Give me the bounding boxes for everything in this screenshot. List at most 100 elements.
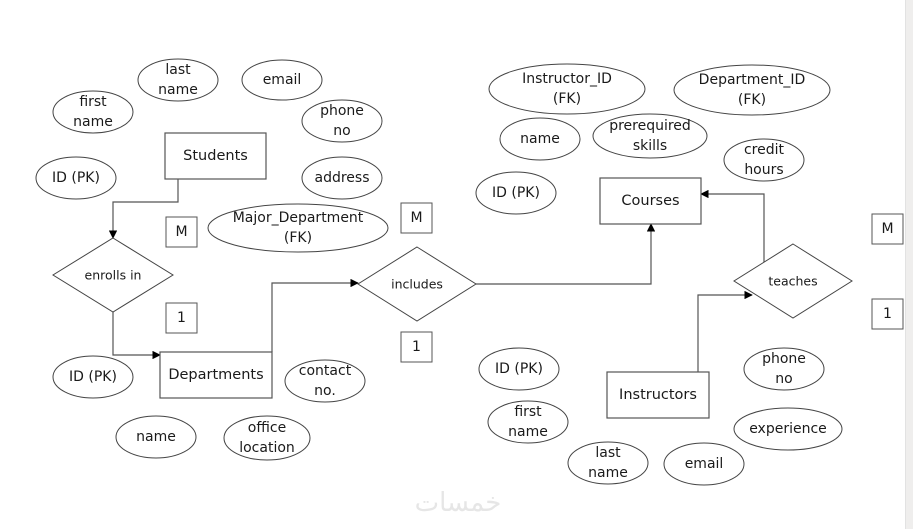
entity-box (599, 177, 702, 225)
connector-students-enrolls (108, 179, 179, 239)
entity-box (606, 371, 710, 419)
attribute-label: name (158, 82, 198, 98)
attribute-d-name[interactable]: name (115, 415, 197, 459)
relationship-label: teaches (768, 274, 817, 289)
entity-label: Courses (621, 193, 679, 209)
attribute-ellipse (115, 415, 197, 459)
attribute-label: no (333, 123, 350, 139)
cardinality-box (165, 302, 198, 334)
watermark: خمسات (414, 488, 502, 518)
entity-students[interactable]: Students (164, 132, 267, 180)
attribute-label: Department_ID (699, 72, 806, 88)
vertical-scrollbar[interactable] (905, 0, 913, 529)
attribute-c-name[interactable]: name (499, 117, 581, 161)
attribute-label: experience (749, 421, 827, 437)
attribute-ellipse (35, 156, 117, 200)
connector-teaches-courses (700, 189, 765, 262)
attribute-s-phone[interactable]: phone no (301, 99, 383, 143)
entity-courses[interactable]: Courses (599, 177, 702, 225)
attribute-ellipse (733, 407, 843, 451)
entity-box (159, 351, 273, 399)
attribute-ellipse (52, 90, 134, 134)
connector-enrolls-departments (112, 312, 161, 360)
attribute-ellipse (301, 99, 383, 143)
cardinality-includes-m: M (400, 202, 433, 234)
attribute-ellipse (723, 138, 805, 182)
cardinality-label: 1 (883, 306, 892, 322)
entity-instructors[interactable]: Instructors (606, 371, 710, 419)
attribute-label: phone (762, 351, 806, 367)
relationship-enrolls[interactable]: enrolls in (52, 237, 174, 313)
attribute-ellipse (207, 203, 389, 253)
attribute-label: first (79, 94, 107, 110)
attribute-i-email[interactable]: email (663, 442, 745, 486)
attribute-label: contact (299, 363, 352, 379)
relationship-diamond (52, 237, 174, 313)
attribute-ellipse (223, 415, 311, 461)
attribute-ellipse (52, 355, 134, 399)
cardinality-label: 1 (177, 310, 186, 326)
entity-label: Instructors (619, 387, 697, 403)
entity-departments[interactable]: Departments (159, 351, 273, 399)
attribute-label: (FK) (738, 92, 766, 108)
attribute-ellipse (673, 64, 831, 116)
attribute-label: email (263, 72, 302, 88)
attribute-label: ID (PK) (52, 170, 100, 186)
attribute-s-email[interactable]: email (241, 59, 323, 101)
cardinality-enrolls-1: 1 (165, 302, 198, 334)
attribute-s-major[interactable]: Major_Department (FK) (207, 203, 389, 253)
attribute-label: Major_Department (233, 210, 364, 226)
attribute-i-id[interactable]: ID (PK) (478, 347, 560, 391)
attribute-label: no. (314, 383, 336, 399)
relationship-teaches[interactable]: teaches (733, 243, 853, 319)
attribute-label: ID (PK) (492, 185, 540, 201)
relationship-label: enrolls in (85, 268, 142, 283)
attribute-label: (FK) (284, 230, 312, 246)
attribute-ellipse (241, 59, 323, 101)
connector-departments-includes (271, 278, 359, 352)
relationship-includes[interactable]: includes (357, 246, 477, 322)
attribute-ellipse (475, 171, 557, 215)
attribute-s-last[interactable]: last name (137, 58, 219, 102)
cardinality-label: M (410, 210, 422, 226)
attribute-label: ID (PK) (69, 369, 117, 385)
attribute-ellipse (567, 441, 649, 485)
relationship-label: includes (391, 277, 443, 292)
entity-label: Departments (168, 367, 263, 383)
attribute-d-contact[interactable]: contact no. (284, 359, 366, 403)
attribute-s-first[interactable]: first name (52, 90, 134, 134)
attribute-s-id[interactable]: ID (PK) (35, 156, 117, 200)
attribute-label: last (165, 62, 191, 78)
attribute-c-id[interactable]: ID (PK) (475, 171, 557, 215)
attribute-label: prerequired (609, 118, 691, 134)
attribute-label: name (136, 429, 176, 445)
attribute-ellipse (488, 63, 646, 115)
attribute-ellipse (284, 359, 366, 403)
attribute-label: Instructor_ID (522, 71, 612, 87)
attribute-label: skills (633, 138, 667, 154)
attribute-ellipse (301, 156, 383, 200)
attribute-label: name (508, 424, 548, 440)
attribute-i-exp[interactable]: experience (733, 407, 843, 451)
attribute-label: address (314, 170, 369, 186)
cardinality-label: M (175, 224, 187, 240)
attribute-s-address[interactable]: address (301, 156, 383, 200)
attribute-ellipse (743, 347, 825, 391)
attribute-d-id[interactable]: ID (PK) (52, 355, 134, 399)
attribute-c-dept[interactable]: Department_ID (FK) (673, 64, 831, 116)
attribute-label: phone (320, 103, 364, 119)
attribute-label: ID (PK) (495, 361, 543, 377)
attribute-label: name (588, 465, 628, 481)
cardinality-teaches-1: 1 (871, 298, 904, 330)
attribute-c-prereq[interactable]: prerequired skills (592, 113, 708, 159)
attribute-c-instr[interactable]: Instructor_ID(FK) (488, 63, 646, 115)
attribute-label: name (73, 114, 113, 130)
attribute-label: location (239, 440, 295, 456)
attribute-ellipse (663, 442, 745, 486)
